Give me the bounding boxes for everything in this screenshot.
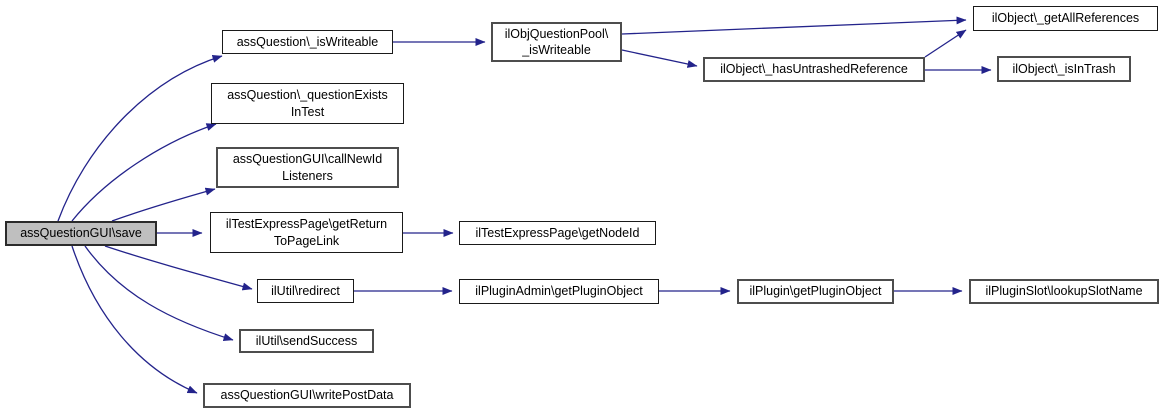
node-label: ilObjQuestionPool\ _isWriteable xyxy=(504,26,609,57)
edge-poolIsWriteable-to-hasUntrashedReference xyxy=(621,49,698,68)
node-ilpluginslot-lookupslotname: ilPluginSlot\lookupSlotName xyxy=(969,279,1159,304)
node-assquestiongui-save: assQuestionGUI\save xyxy=(5,221,157,246)
node-iltestexpresspage-getreturntopagelink[interactable]: ilTestExpressPage\getReturn ToPageLink xyxy=(210,212,403,253)
node-assquestiongui-callnewidlisteners: assQuestionGUI\callNewId Listeners xyxy=(216,147,399,188)
node-label: ilPlugin\getPluginObject xyxy=(749,284,882,299)
edge-save-to-sendSuccess xyxy=(84,245,234,341)
node-ilutil-sendsuccess: ilUtil\sendSuccess xyxy=(239,329,374,353)
node-ilpluginadmin-getpluginobject[interactable]: ilPluginAdmin\getPluginObject xyxy=(459,279,659,304)
node-label: ilTestExpressPage\getNodeId xyxy=(475,225,640,240)
node-label: ilTestExpressPage\getReturn ToPageLink xyxy=(225,217,388,248)
node-assquestiongui-writepostdata: assQuestionGUI\writePostData xyxy=(203,383,411,408)
node-assquestion-iswriteable[interactable]: assQuestion\_isWriteable xyxy=(222,30,393,54)
node-ilobject-isintrash: ilObject\_isInTrash xyxy=(997,56,1131,82)
node-label: ilPluginAdmin\getPluginObject xyxy=(475,284,643,299)
node-label: ilObject\_hasUntrashedReference xyxy=(720,62,908,77)
edge-save-to-callNewIdListeners xyxy=(111,187,216,222)
node-ilobject-hasuntrashedreference: ilObject\_hasUntrashedReference xyxy=(703,57,925,82)
node-ilutil-redirect[interactable]: ilUtil\redirect xyxy=(257,279,354,303)
node-label: ilUtil\redirect xyxy=(271,283,340,298)
node-label: assQuestionGUI\callNewId Listeners xyxy=(232,152,383,183)
edge-poolIsWriteable-to-getAllReferences xyxy=(621,16,967,35)
node-label: ilObject\_isInTrash xyxy=(1012,61,1116,76)
node-label: assQuestionGUI\writePostData xyxy=(220,388,394,403)
node-label: assQuestion\_questionExists InTest xyxy=(227,88,388,119)
node-label: assQuestion\_isWriteable xyxy=(236,34,379,49)
node-ilobjquestionpool-iswriteable: ilObjQuestionPool\ _isWriteable xyxy=(491,22,622,62)
node-label: ilObject\_getAllReferences xyxy=(991,11,1140,26)
edge-save-to-writePostData xyxy=(71,245,198,394)
node-label: ilPluginSlot\lookupSlotName xyxy=(985,284,1143,299)
node-iltestexpresspage-getnodeid[interactable]: ilTestExpressPage\getNodeId xyxy=(459,221,656,245)
node-assquestion-questionexistsintest[interactable]: assQuestion\_questionExists InTest xyxy=(211,83,404,124)
node-label: assQuestionGUI\save xyxy=(20,226,142,241)
edge-save-to-questionExistsInTest xyxy=(71,123,217,222)
node-ilplugin-getpluginobject: ilPlugin\getPluginObject xyxy=(737,279,894,304)
edge-save-to-isWriteable xyxy=(57,55,223,222)
node-label: ilUtil\sendSuccess xyxy=(255,333,358,348)
edge-hasUntrashedReference-to-getAllReferences xyxy=(924,29,967,58)
edge-save-to-redirect xyxy=(104,245,253,291)
node-ilobject-getallreferences[interactable]: ilObject\_getAllReferences xyxy=(973,6,1158,31)
